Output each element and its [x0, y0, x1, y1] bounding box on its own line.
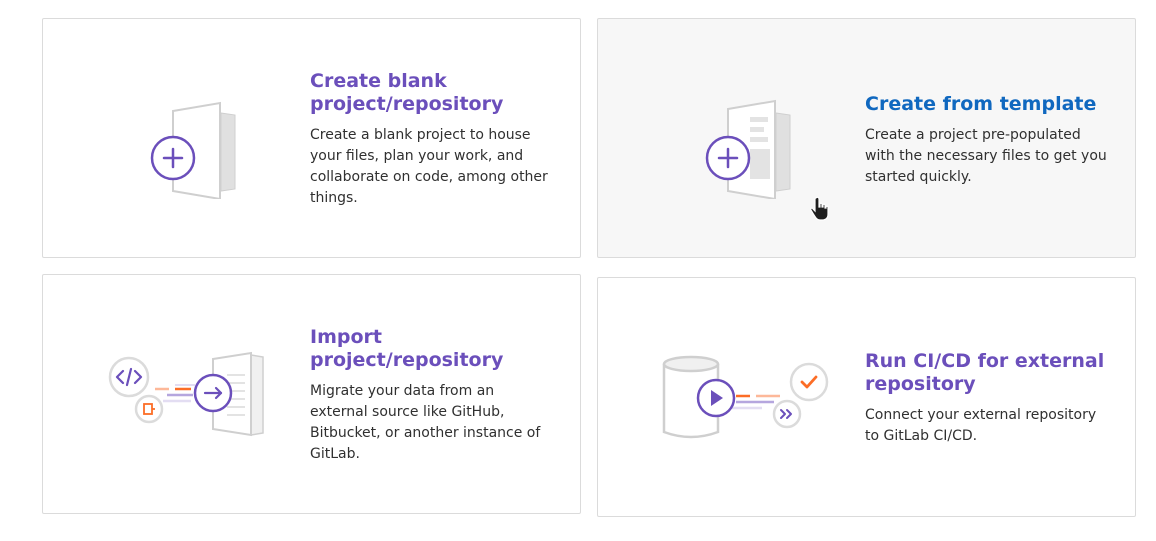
card-description: Create a project pre-populated with the … [865, 127, 1107, 185]
plus-icon [162, 147, 184, 169]
card-title[interactable]: Import project/repository [310, 326, 504, 371]
double-chevron-icon [780, 409, 792, 419]
create-blank-project-card[interactable]: Create blank project/repository Create a… [42, 18, 581, 258]
card-title[interactable]: Run CI/CD for external repository [865, 350, 1105, 395]
card-description: Migrate your data from an external sourc… [310, 383, 541, 462]
blank-project-illustration [150, 101, 236, 199]
hand-cursor-icon [810, 196, 829, 221]
arrow-right-icon [203, 386, 223, 400]
repository-icon [143, 403, 155, 415]
import-project-illustration [108, 351, 264, 437]
cicd-illustration [662, 355, 829, 439]
template-project-illustration [705, 99, 791, 199]
card-title[interactable]: Create blank project/repository [310, 70, 504, 115]
plus-icon [717, 147, 739, 169]
card-description: Create a blank project to house your fil… [310, 127, 548, 206]
card-title[interactable]: Create from template [865, 93, 1097, 115]
code-icon [115, 367, 143, 387]
check-icon [800, 375, 818, 389]
play-icon [711, 390, 723, 406]
import-project-card[interactable]: Import project/repository Migrate your d… [42, 274, 581, 514]
run-cicd-card[interactable]: Run CI/CD for external repository Connec… [597, 277, 1136, 517]
create-from-template-card[interactable]: Create from template Create a project pr… [597, 18, 1136, 258]
card-description: Connect your external repository to GitL… [865, 407, 1097, 444]
